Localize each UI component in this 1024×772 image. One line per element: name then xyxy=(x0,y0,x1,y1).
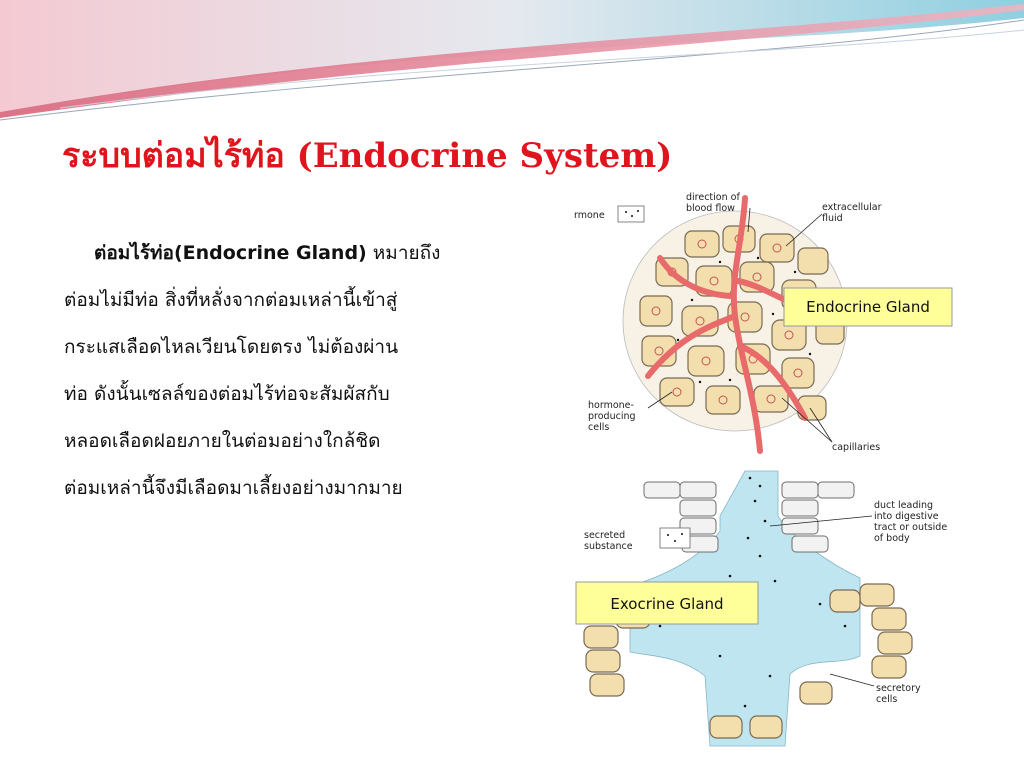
duct-label-3: tract or outside xyxy=(874,522,947,533)
exocrine-diagram: secreted substance duct leading into dig… xyxy=(575,470,947,747)
secreted-label-2: substance xyxy=(584,541,633,552)
text-line-5: หลอดเลือดฝอยภายในต่อมอย่างใกล้ชิด xyxy=(64,430,381,452)
endocrine-diagram: rmone direction of blood flow extracellu… xyxy=(574,192,953,454)
secretion-dots xyxy=(658,476,847,708)
hormone-dots xyxy=(676,256,812,384)
slide-title: ระบบต่อมไร้ท่อ (Endocrine System) xyxy=(62,136,673,176)
exocrine-leader-lines xyxy=(769,515,875,687)
duct-label-4: of body xyxy=(874,533,910,544)
secreted-legend-box xyxy=(659,527,691,549)
direction-label-2: blood flow xyxy=(686,203,735,214)
endocrine-gland-label: Endocrine Gland xyxy=(806,298,930,316)
exocrine-gland-box xyxy=(575,581,759,625)
hormone-label: rmone xyxy=(574,210,605,221)
hormone-legend-box xyxy=(617,205,645,223)
hormone-cells-label-1: hormone- xyxy=(588,400,634,411)
endocrine-leader-lines xyxy=(647,207,833,443)
body-paragraph: ต่อมไร้ท่อ(Endocrine Gland) หมายถึง ต่อม… xyxy=(64,230,534,512)
top-decoration xyxy=(0,0,1024,121)
gland-diagram: rmone direction of blood flow extracellu… xyxy=(574,192,953,747)
endocrine-gland-box xyxy=(783,287,953,327)
extracellular-label-2: fluid xyxy=(822,213,843,224)
text-line-6: ต่อมเหล่านี้จึงมีเลือดมาเลี้ยงอย่างมากมา… xyxy=(64,477,403,499)
duct-cells xyxy=(643,481,855,553)
direction-label-1: direction of xyxy=(686,192,740,203)
secretory-label-1: secretory xyxy=(876,683,921,694)
text-line-1-rest: หมายถึง xyxy=(366,242,441,264)
capillaries-label: capillaries xyxy=(832,442,880,453)
text-line-1: ต่อมไร้ท่อ(Endocrine Gland) หมายถึง xyxy=(64,230,534,277)
secreted-label-1: secreted xyxy=(584,530,625,541)
exocrine-gland-label: Exocrine Gland xyxy=(610,595,723,613)
term-bold: ต่อมไร้ท่อ(Endocrine Gland) xyxy=(94,242,367,264)
text-line-3: กระแสเลือดไหลเวียนโดยตรง ไม่ต้องผ่าน xyxy=(64,336,399,358)
gland-illustration: rmone direction of blood flow extracellu… xyxy=(560,186,1024,768)
duct-label-1: duct leading xyxy=(874,500,933,511)
text-line-4: ท่อ ดังนั้นเซลล์ของต่อมไร้ท่อจะสัมผัสกับ xyxy=(64,383,390,405)
secretory-label-2: cells xyxy=(876,694,897,705)
hormone-cells-label-2: producing xyxy=(588,411,636,422)
duct-label-2: into digestive xyxy=(874,511,939,522)
hormone-cells-label-3: cells xyxy=(588,422,609,433)
extracellular-label-1: extracellular xyxy=(822,202,882,213)
text-line-2: ต่อมไม่มีท่อ สิ่งที่หลั่งจากต่อมเหล่านี้… xyxy=(64,289,398,311)
